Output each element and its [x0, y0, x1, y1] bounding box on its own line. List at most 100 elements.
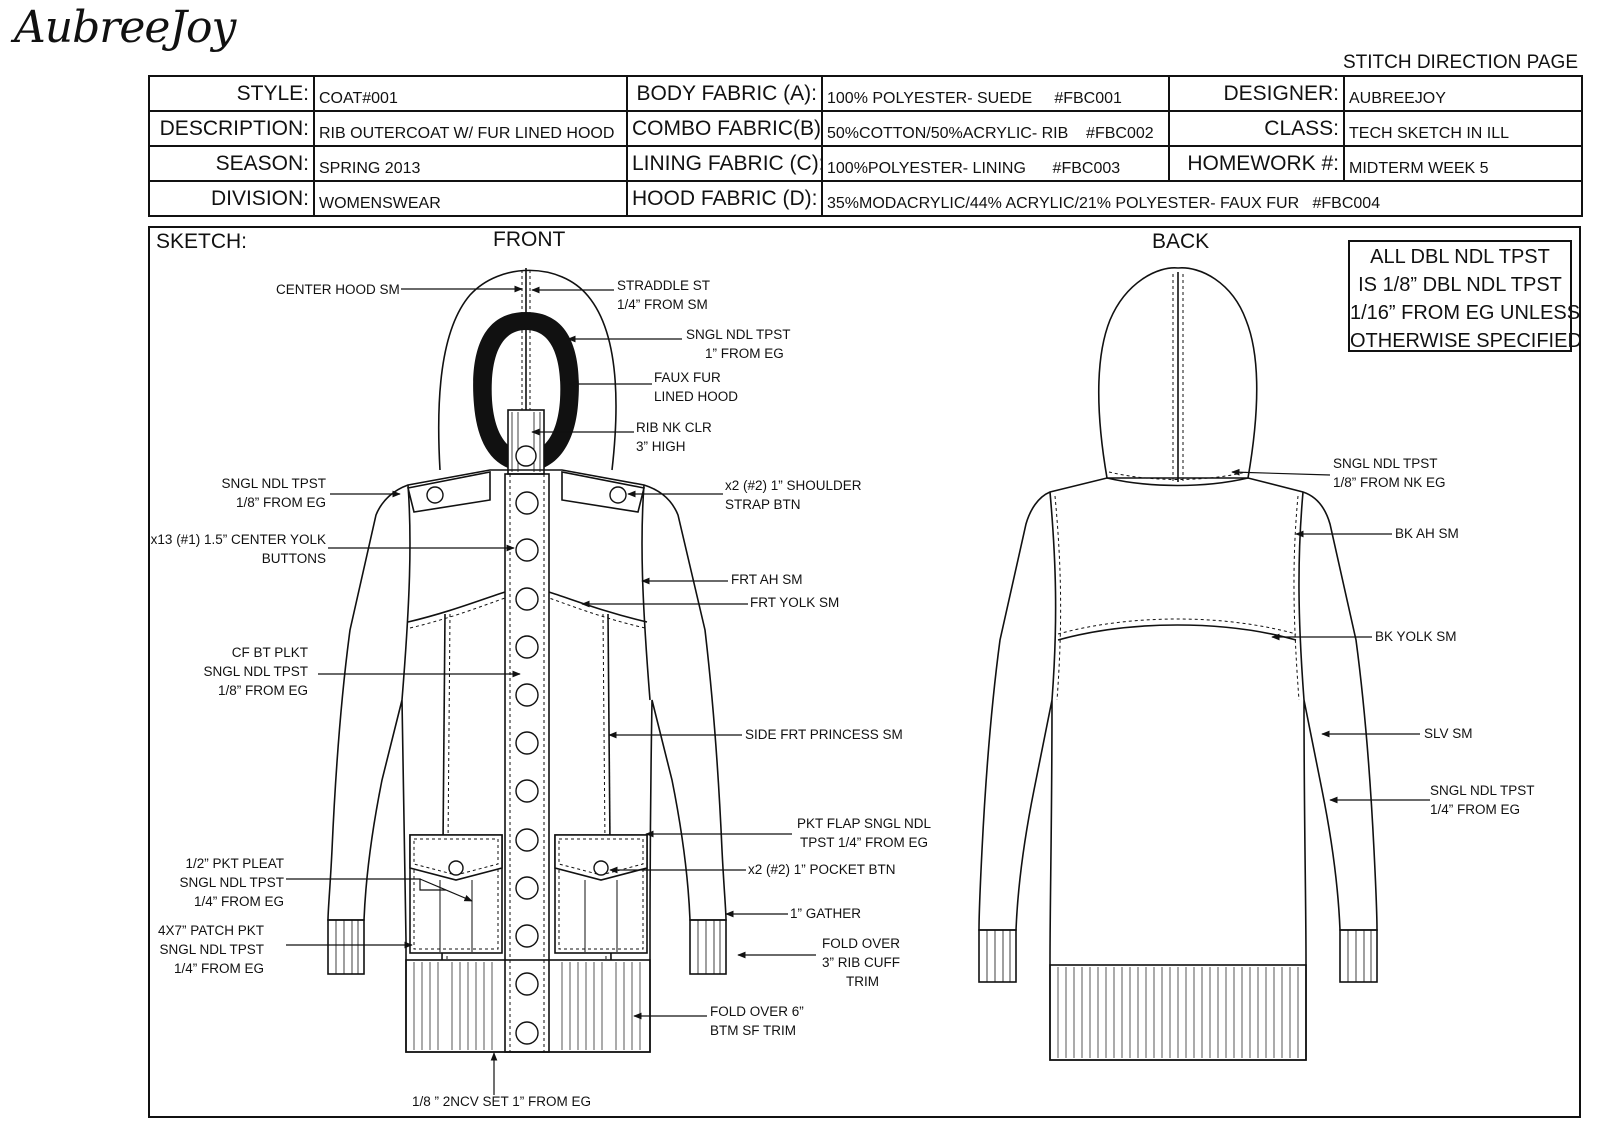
pocket-button: [448, 860, 464, 876]
callout-frt-yolk-sm: FRT YOLK SM: [750, 595, 839, 610]
callout-straddle-st: STRADDLE ST: [617, 278, 710, 293]
back-rib-band: [1049, 964, 1307, 1061]
spec-row: SEASON: SPRING 2013 LINING FABRIC (C): 1…: [148, 145, 1583, 182]
center-button: [515, 491, 539, 515]
description-value: RIB OUTERCOAT W/ FUR LINED HOOD: [313, 110, 628, 147]
sketch-frame: [148, 226, 1581, 1118]
callout-hem: 1/8 ” 2NCV SET 1” FROM EG: [412, 1094, 591, 1109]
center-button: [515, 587, 539, 611]
lining-fabric-label: LINING FABRIC (C):: [626, 145, 823, 182]
callout-pkt-pleat: SNGL NDL TPST: [179, 875, 284, 890]
back-yoke-seam: [1057, 624, 1297, 641]
back-hood: [1098, 267, 1258, 479]
spec-row: DESCRIPTION: RIB OUTERCOAT W/ FUR LINED …: [148, 110, 1583, 147]
callout-frt-ah-sm: FRT AH SM: [731, 572, 803, 587]
front-coat-drawing: [327, 268, 727, 1053]
center-button: [515, 731, 539, 755]
back-coat-drawing: [978, 267, 1378, 1061]
callout-cf-bt-plkt: CF BT PLKT: [232, 645, 308, 660]
callout-btm-trim: BTM SF TRIM: [710, 1023, 796, 1038]
page-title: STITCH DIRECTION PAGE: [1342, 52, 1578, 73]
callout-bk-ah-sm: BK AH SM: [1395, 526, 1459, 541]
spec-table: STYLE: COAT#001 BODY FABRIC (A): 100% PO…: [148, 75, 1583, 217]
hood-fabric-label: HOOD FABRIC (D):: [626, 180, 823, 217]
front-left-cuff: [327, 919, 365, 975]
callout-sngl-ndl-nk: SNGL NDL TPST: [1333, 456, 1438, 471]
back-label: BACK: [1152, 230, 1209, 253]
callout-pocket-btn: x2 (#2) 1” POCKET BTN: [748, 862, 896, 877]
center-button: [515, 876, 539, 900]
sketch-label: SKETCH:: [156, 230, 247, 253]
callout-sngl-ndl-slv: SNGL NDL TPST: [1430, 783, 1535, 798]
callout-sngl-ndl-nk: 1/8” FROM NK EG: [1333, 475, 1446, 490]
callout-patch-pkt: SNGL NDL TPST: [159, 942, 264, 957]
callout-center-yolk-buttons: x13 (#1) 1.5” CENTER YOLK: [151, 532, 326, 547]
front-body: [327, 469, 727, 1053]
designer-label: DESIGNER:: [1168, 75, 1345, 112]
callout-pkt-flap: PKT FLAP SNGL NDL: [797, 816, 932, 831]
callout-sngl-ndl-hood: 1” FROM EG: [705, 346, 784, 361]
callout-patch-pkt: 4X7” PATCH PKT: [158, 923, 264, 938]
callout-bk-yolk-sm: BK YOLK SM: [1375, 629, 1457, 644]
center-button: [515, 538, 539, 562]
callout-pkt-pleat: 1/4” FROM EG: [194, 894, 284, 909]
callout-cf-bt-plkt: 1/8” FROM EG: [218, 683, 308, 698]
body-fabric-value: 100% POLYESTER- SUEDE #FBC001: [821, 75, 1170, 112]
center-button: [515, 779, 539, 803]
center-button: [515, 635, 539, 659]
collar-button: [515, 445, 537, 467]
stitch-note-box: ALL DBL NDL TPST IS 1/8” DBL NDL TPST 1/…: [1348, 240, 1582, 352]
back-right-cuff: [1339, 929, 1378, 983]
center-button: [515, 1021, 539, 1045]
callout-sngl-ndl-shoulder: 1/8” FROM EG: [236, 495, 326, 510]
callout-center-yolk-buttons: BUTTONS: [262, 551, 326, 566]
homework-label: HOMEWORK #:: [1168, 145, 1345, 182]
callout-shoulder-strap-btn: x2 (#2) 1” SHOULDER: [725, 478, 862, 493]
callout-rib-cuff: 3” RIB CUFF: [822, 955, 900, 970]
front-callouts: CENTER HOOD SM STRADDLE ST 1/4” FROM SM …: [151, 278, 932, 1109]
style-value: COAT#001: [313, 75, 628, 112]
callout-cf-bt-plkt: SNGL NDL TPST: [203, 664, 308, 679]
lining-fabric-value: 100%POLYESTER- LINING #FBC003: [821, 145, 1170, 182]
description-label: DESCRIPTION:: [148, 110, 315, 147]
designer-value: AUBREEJOY: [1343, 75, 1583, 112]
front-leaders: [286, 285, 816, 1095]
callout-rib-nk-clr: 3” HIGH: [636, 439, 686, 454]
callout-center-hood-sm: CENTER HOOD SM: [276, 282, 400, 297]
homework-value: MIDTERM WEEK 5: [1343, 145, 1583, 182]
callout-sngl-ndl-slv: 1/4” FROM EG: [1430, 802, 1520, 817]
brand-logo: AubreeJoy: [14, 2, 236, 53]
callout-pkt-flap: TPST 1/4” FROM EG: [800, 835, 928, 850]
front-label: FRONT: [493, 228, 565, 251]
back-callouts: SNGL NDL TPST 1/8” FROM NK EG BK AH SM B…: [1333, 456, 1535, 817]
front-right-cuff: [689, 919, 727, 975]
division-label: DIVISION:: [148, 180, 315, 217]
callout-patch-pkt: 1/4” FROM EG: [174, 961, 264, 976]
note-line: OTHERWISE SPECIFIED: [1350, 330, 1582, 352]
spec-row: DIVISION: WOMENSWEAR HOOD FABRIC (D): 35…: [148, 180, 1583, 217]
callout-faux-fur: FAUX FUR: [654, 370, 721, 385]
shoulder-strap-button: [609, 486, 627, 504]
center-button: [515, 924, 539, 948]
callout-rib-cuff: FOLD OVER: [822, 936, 900, 951]
callout-sngl-ndl-shoulder: SNGL NDL TPST: [221, 476, 326, 491]
class-value: TECH SKETCH IN ILL: [1343, 110, 1583, 147]
callout-faux-fur: LINED HOOD: [654, 389, 738, 404]
note-line: ALL DBL NDL TPST: [1370, 246, 1550, 268]
back-leaders: [1231, 468, 1430, 804]
callout-rib-cuff: TRIM: [846, 974, 879, 989]
pocket-button: [593, 860, 609, 876]
center-button: [515, 828, 539, 852]
callout-sngl-ndl-hood: SNGL NDL TPST: [686, 327, 791, 342]
callout-rib-nk-clr: RIB NK CLR: [636, 420, 712, 435]
style-label: STYLE:: [148, 75, 315, 112]
shoulder-strap-button: [426, 486, 444, 504]
season-label: SEASON:: [148, 145, 315, 182]
callout-slv-sm: SLV SM: [1424, 726, 1473, 741]
back-body: [978, 477, 1378, 1061]
center-button: [515, 683, 539, 707]
season-value: SPRING 2013: [313, 145, 628, 182]
back-left-cuff: [978, 929, 1017, 983]
callout-side-frt-princess-sm: SIDE FRT PRINCESS SM: [745, 727, 903, 742]
spec-row: STYLE: COAT#001 BODY FABRIC (A): 100% PO…: [148, 75, 1583, 112]
